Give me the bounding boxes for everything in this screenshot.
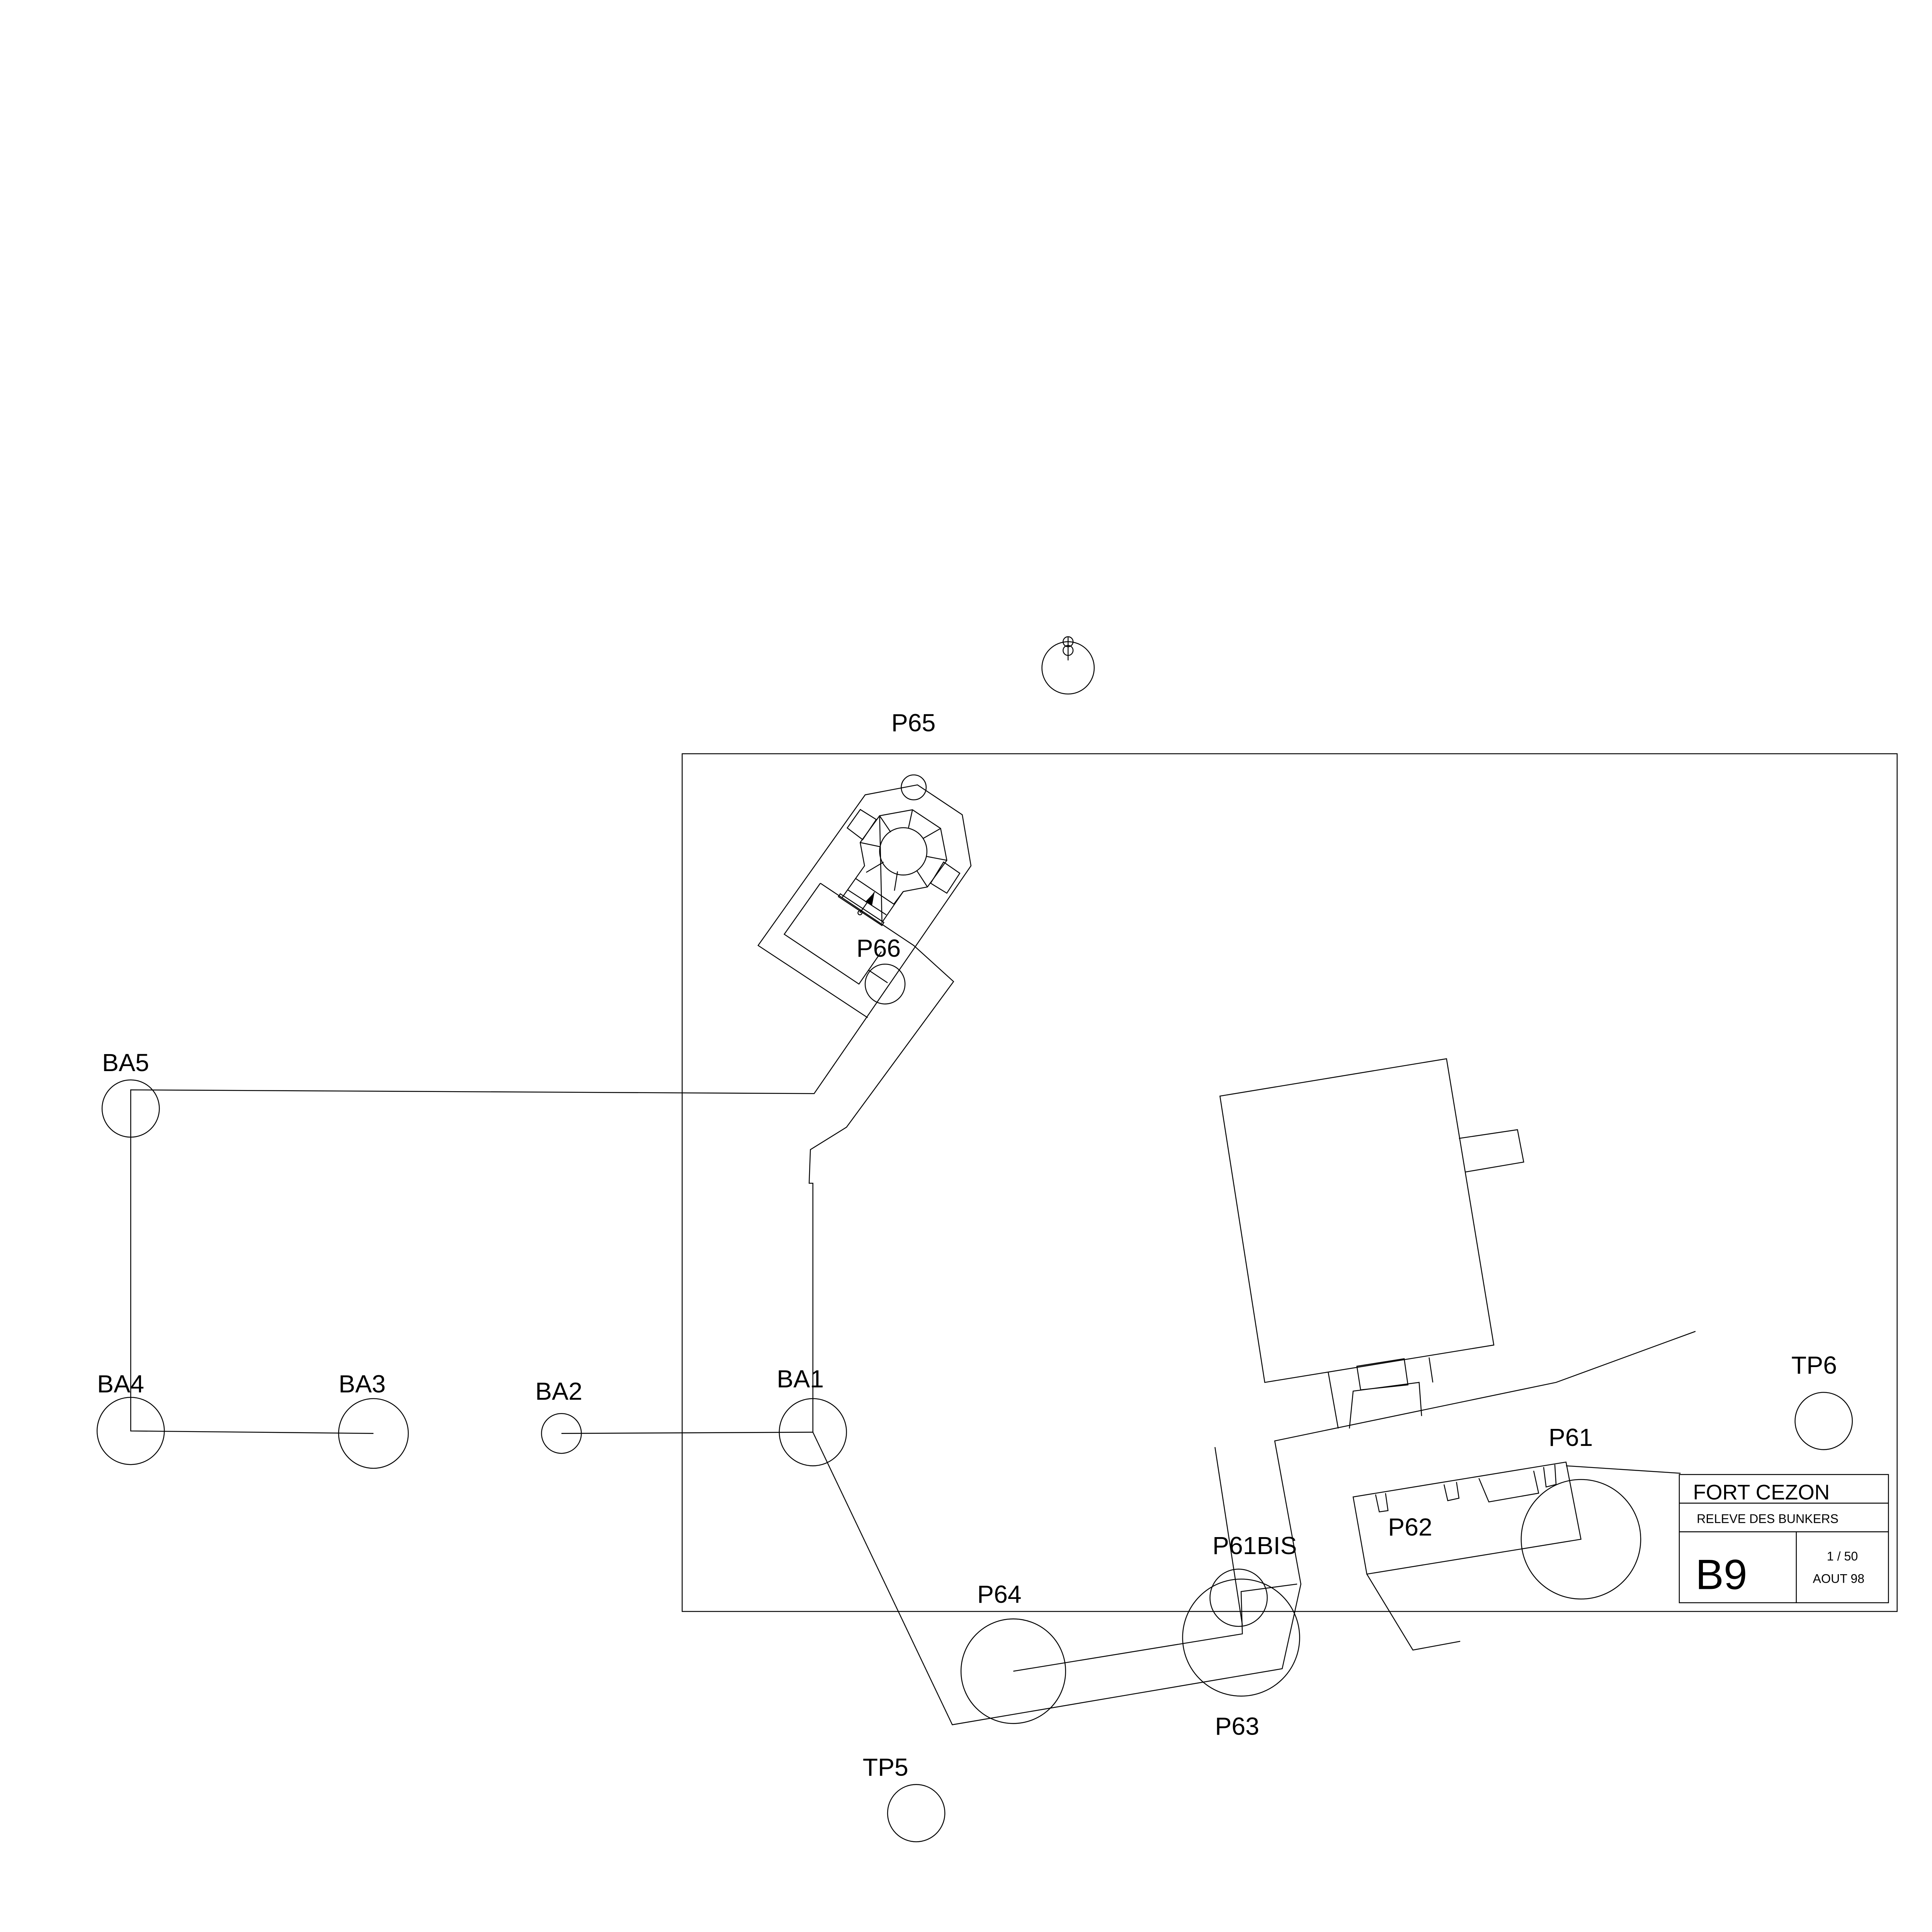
- side-niche-left: [846, 809, 877, 840]
- title-scale: 1 / 50: [1827, 1549, 1858, 1563]
- line-ba2-ba1: [561, 1432, 813, 1434]
- point-p64: [960, 1618, 1066, 1724]
- point-ba3: [338, 1398, 409, 1469]
- title-block: FORT CEZON RELEVE DES BUNKERS B9 1 / 50 …: [1679, 1474, 1889, 1604]
- title-subtitle: RELEVE DES BUNKERS: [1697, 1512, 1838, 1526]
- label-p63: P63: [1215, 1712, 1259, 1740]
- label-tp6: TP6: [1791, 1351, 1837, 1379]
- corridor: [812, 1331, 1696, 1725]
- survey-marker-top: [1041, 636, 1095, 695]
- point-tp6: [1794, 1392, 1853, 1450]
- label-p62: P62: [1388, 1513, 1432, 1541]
- label-p66: P66: [856, 934, 901, 962]
- point-ba5: [101, 1079, 160, 1138]
- title-sheet: B9: [1696, 1551, 1747, 1598]
- label-p64: P64: [977, 1580, 1022, 1608]
- door-plate: [838, 893, 885, 927]
- label-ba3: BA3: [338, 1370, 386, 1398]
- p62-structure: [1352, 1461, 1681, 1651]
- point-p61bis: [1209, 1568, 1268, 1627]
- label-p65: P65: [891, 709, 936, 737]
- title-site: FORT CEZON: [1693, 1480, 1830, 1504]
- main-building: [1219, 1058, 1524, 1429]
- turret-well: [879, 827, 928, 876]
- point-p61: [1520, 1479, 1641, 1600]
- drawing-frame: [682, 753, 1898, 1612]
- label-ba1: BA1: [777, 1365, 824, 1393]
- point-p63: [1182, 1578, 1300, 1697]
- point-p65: [901, 774, 927, 801]
- label-ba4: BA4: [97, 1370, 144, 1398]
- point-tp5: [887, 1784, 946, 1842]
- title-date: AOUT 98: [1813, 1571, 1865, 1585]
- turret-bunker: [130, 784, 972, 1434]
- point-ba4: [97, 1397, 165, 1465]
- label-ba2: BA2: [535, 1378, 582, 1405]
- label-tp5: TP5: [863, 1753, 908, 1781]
- label-p61: P61: [1549, 1423, 1593, 1451]
- point-p66: [864, 963, 906, 1005]
- point-ba2: [541, 1413, 582, 1454]
- label-ba5: BA5: [102, 1049, 149, 1077]
- side-niche-right: [930, 861, 961, 894]
- label-p61bis: P61BIS: [1213, 1532, 1297, 1560]
- point-ba1: [779, 1398, 847, 1466]
- north-arrow-icon: [865, 892, 875, 906]
